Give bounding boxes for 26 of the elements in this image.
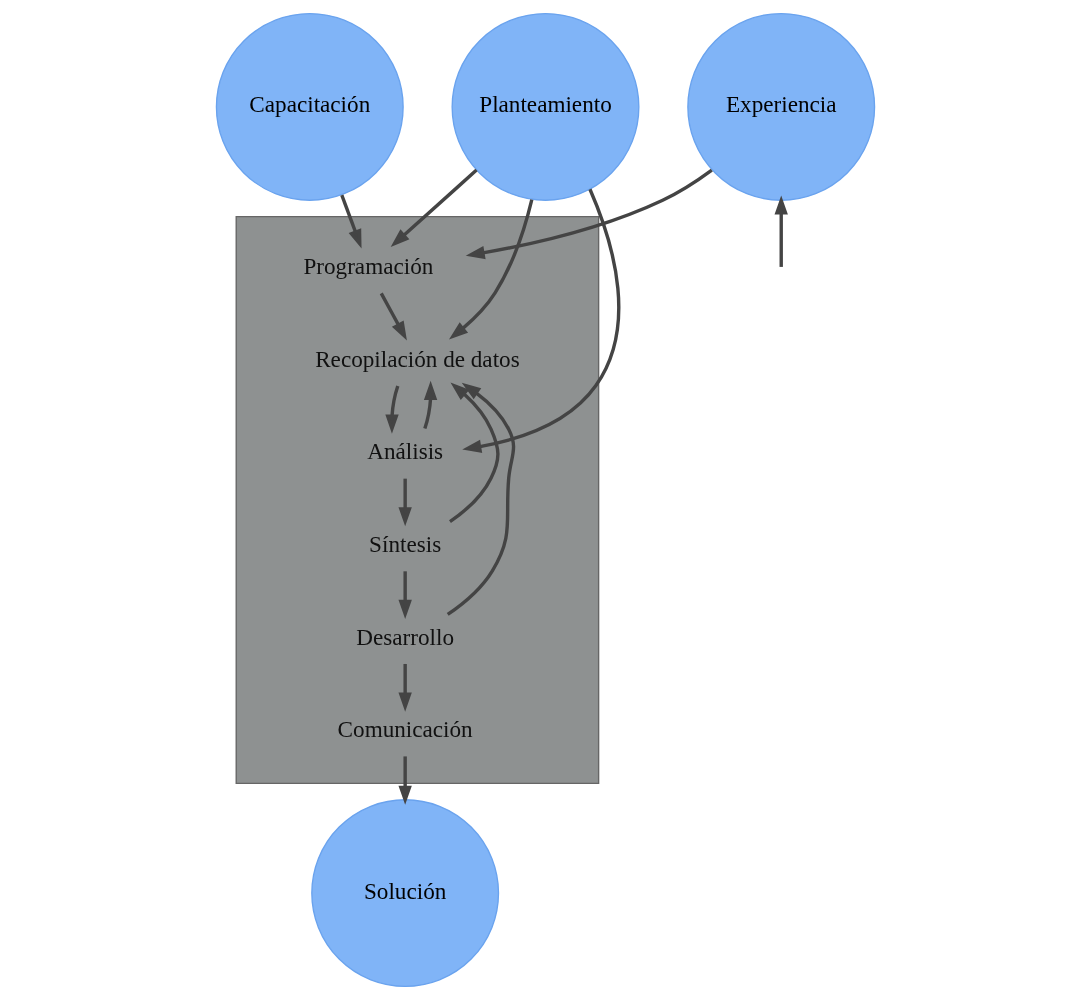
arrow [390,168,478,247]
node-text: Análisis [367,438,444,465]
node-text: Comunicación [337,716,473,743]
arrow [465,168,713,260]
arrow [448,199,534,340]
arrow [398,478,412,527]
node-circle: Capacitación [215,12,404,201]
arrow [398,571,412,619]
node-circle: Planteamiento [451,12,640,201]
node-text: Desarrollo [356,623,455,650]
arrow [385,385,400,434]
node-circle: Experiencia [687,12,876,201]
arrow [774,195,788,267]
arrow [446,382,516,616]
node-circle: Solución [311,799,500,988]
node-text: Programación [303,252,434,279]
cluster [235,215,600,785]
node-text: Síntesis [369,530,442,557]
arrow [462,188,621,454]
arrow [449,382,500,523]
arrow [340,194,362,249]
arrow [379,292,407,341]
arrow [398,756,412,805]
arrow [398,663,412,712]
node-text: Recopilación de datos [315,345,520,372]
arrow [423,380,438,430]
